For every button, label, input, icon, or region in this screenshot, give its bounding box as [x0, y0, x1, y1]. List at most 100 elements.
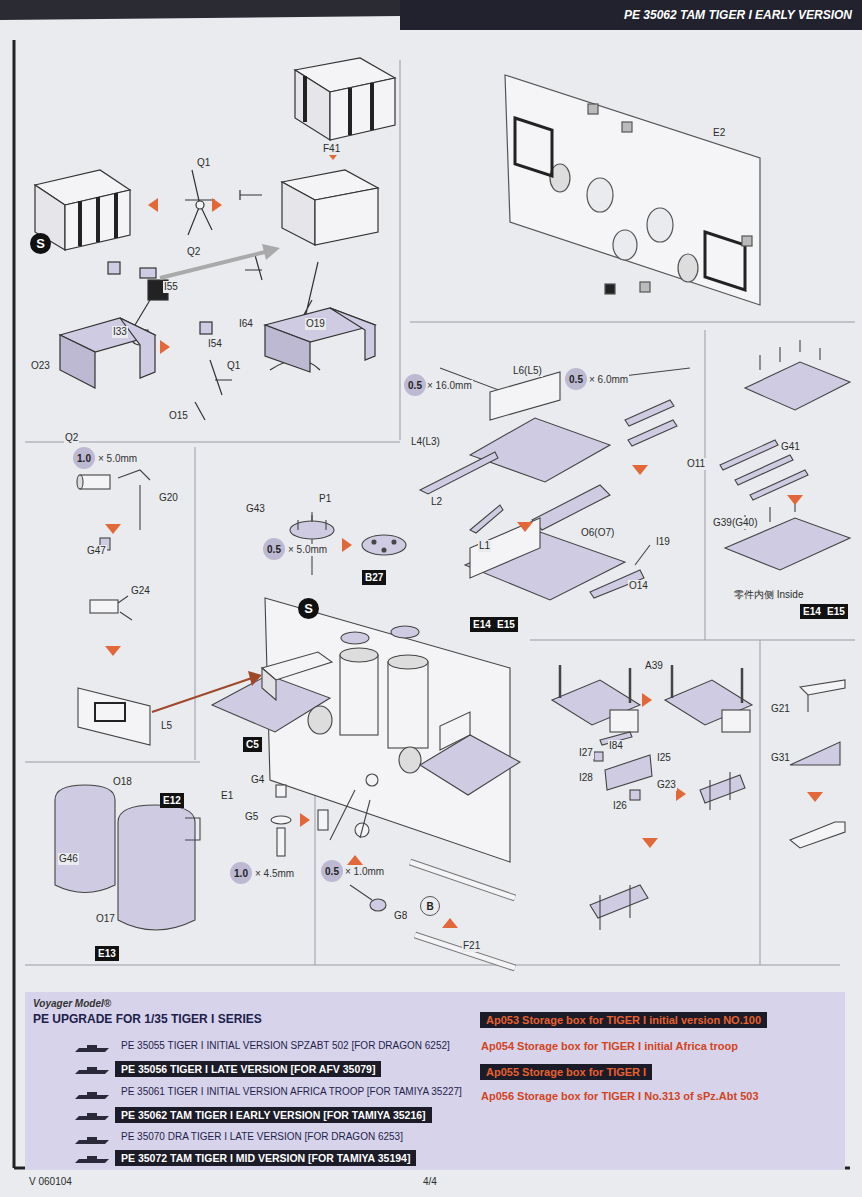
callout-number: O17 [95, 913, 116, 925]
part-tag: E13 [95, 946, 119, 961]
callout-number: I54 [207, 338, 223, 350]
product-band: PE 35072 TAM TIGER I MID VERSION [FOR TA… [115, 1150, 416, 1166]
brand-name: Voyager Model® [33, 998, 837, 1009]
node-text: PE 35062 TAM TIGER I EARLY VERSION [410, 8, 852, 22]
callout-number: G46 [58, 853, 79, 865]
callout-number: G31 [770, 752, 791, 764]
callout-number: Q2 [186, 246, 201, 258]
product-line: Ap054 Storage box for TIGER I initial Af… [480, 1040, 739, 1053]
dimension: × 4.5mm [254, 868, 295, 880]
product-band: PE 35056 TIGER I LATE VERSION [FOR AFV 3… [115, 1061, 381, 1077]
node-text: PE 35072 TAM TIGER I MID VERSION [FOR TA… [121, 1152, 410, 1164]
callout-number: A39 [644, 660, 664, 672]
node-text: S [304, 601, 313, 616]
storage-band: Ap053 Storage box for TIGER I initial ve… [480, 1012, 767, 1028]
wire-gauge: 0.5 [565, 368, 587, 390]
storage-band: Ap055 Storage box for TIGER I [480, 1064, 652, 1080]
callout-number: Q1 [226, 360, 241, 372]
node-text: 0.5 [267, 544, 281, 555]
step-badge: S [298, 598, 319, 619]
product-line: PE 35055 TIGER I INITIAL VERSION SPZABT … [120, 1040, 451, 1052]
dimension: × 6.0mm [588, 374, 629, 386]
callout-number: F41 [322, 143, 341, 155]
callout-number: G4 [250, 774, 265, 786]
callout-number: G43 [245, 503, 266, 515]
product-line: PE 35070 DRA TIGER I LATE VERSION [FOR D… [120, 1131, 404, 1143]
part-tag: E12 [160, 793, 184, 808]
callout-number: G24 [130, 585, 151, 597]
part-tag: E14 [470, 617, 494, 632]
callout-number: I64 [238, 318, 254, 330]
callout-number: F21 [462, 940, 481, 952]
dimension: × 16.0mm [426, 380, 473, 392]
callout-number: G47 [86, 545, 107, 557]
node-text: 0.5 [408, 380, 422, 391]
callout-number: Q2 [64, 432, 79, 444]
part-badge: B [420, 896, 440, 916]
callout-number: I28 [578, 772, 594, 784]
callout-number: E2 [712, 127, 726, 139]
part-tag: E15 [494, 617, 518, 632]
callout-number: G41 [780, 441, 801, 453]
part-tag: C5 [243, 737, 262, 752]
callout-number: 4/4 [422, 1176, 438, 1188]
callout-number: G21 [770, 703, 791, 715]
title-band: PE 35062 TAM TIGER I EARLY VERSION [400, 0, 862, 30]
step-badge: S [30, 233, 51, 254]
callout-number: I84 [608, 740, 624, 752]
node-text: C5 [246, 739, 259, 750]
dimension: × 5.0mm [287, 544, 328, 556]
product-band: PE 35062 TAM TIGER I EARLY VERSION [FOR … [115, 1107, 432, 1123]
node-text: Ap055 Storage box for TIGER I [486, 1066, 646, 1078]
part-tag: B27 [362, 570, 386, 585]
callout-number: G20 [158, 492, 179, 504]
wire-gauge: 0.5 [404, 374, 426, 396]
product-panel: Voyager Model®PE UPGRADE FOR 1/35 TIGER … [25, 992, 845, 1170]
part-tag: E15 [824, 604, 848, 619]
callout-number: I19 [655, 536, 671, 548]
node-text: E13 [98, 948, 116, 959]
callout-number: O11 [686, 458, 706, 470]
callout-number: I27 [578, 747, 594, 759]
product-line: PE 35061 TIGER I INITIAL VERSION AFRICA … [120, 1086, 463, 1098]
node-text: E12 [163, 795, 181, 806]
callout-number: I25 [656, 752, 672, 764]
callout-number: O19 [305, 318, 326, 330]
wire-gauge: 0.5 [263, 538, 285, 560]
node-text: E15 [827, 606, 845, 617]
callout-number: L1 [478, 540, 491, 552]
callout-number: G39(G40) [712, 517, 758, 529]
callout-number: I26 [612, 800, 628, 812]
callout-number: P1 [318, 493, 332, 505]
callout-number: I55 [163, 281, 179, 293]
callout-number: L5 [160, 720, 173, 732]
callout-number: L2 [430, 496, 443, 508]
callout-number: G5 [244, 811, 259, 823]
callout-number: Q1 [196, 157, 211, 169]
node-text: S [36, 236, 45, 251]
callout-number: L6(L5) [512, 365, 543, 377]
callout-number: G8 [393, 910, 408, 922]
node-text: 1.0 [234, 868, 248, 879]
part-tag: E14 [800, 604, 824, 619]
callout-number: O23 [30, 360, 51, 372]
callout-number: O6(O7) [580, 527, 615, 539]
dimension: × 1.0mm [344, 866, 385, 878]
dimension: × 5.0mm [97, 453, 138, 465]
callout-number: O15 [168, 410, 189, 422]
node-text: E15 [497, 619, 515, 630]
wire-gauge: 1.0 [230, 862, 252, 884]
product-line: Ap056 Storage box for TIGER I No.313 of … [480, 1090, 760, 1103]
callout-number: 零件内侧 Inside [733, 589, 804, 601]
callout-number: L4(L3) [410, 436, 441, 448]
node-text: B27 [365, 572, 383, 583]
node-text: B [426, 901, 433, 912]
node-text: E14 [473, 619, 491, 630]
callout-number: O18 [112, 776, 133, 788]
callout-number: V 060104 [28, 1176, 73, 1188]
callout-number: O14 [628, 580, 649, 592]
node-text: 0.5 [569, 374, 583, 385]
node-text: PE 35056 TIGER I LATE VERSION [FOR AFV 3… [121, 1063, 375, 1075]
node-text: 0.5 [325, 866, 339, 877]
callout-number: G23 [656, 779, 677, 791]
